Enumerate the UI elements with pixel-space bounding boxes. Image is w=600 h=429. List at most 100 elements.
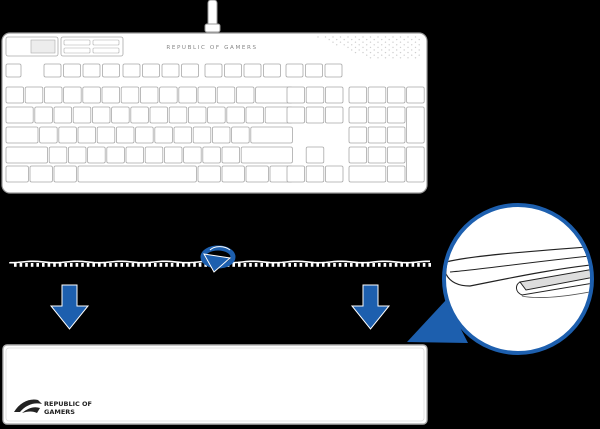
keyboard-dot bbox=[407, 36, 409, 38]
wrist-rest-edge-tick bbox=[322, 263, 325, 267]
keyboard: REPUBLIC OF GAMERS bbox=[1, 32, 428, 194]
keyboard-dot bbox=[403, 44, 405, 46]
wrist-rest-edge-tick bbox=[344, 263, 347, 267]
wrist-rest-edge-tick bbox=[19, 263, 23, 267]
keyboard-dot bbox=[381, 49, 383, 51]
wrist-rest-edge-tick bbox=[394, 263, 398, 267]
keyboard-dot bbox=[358, 38, 360, 41]
keyboard-key bbox=[386, 86, 406, 104]
wrist-rest-edge-tick bbox=[422, 263, 426, 267]
keyboard-dot bbox=[332, 36, 334, 38]
keyboard-dot bbox=[403, 38, 405, 41]
wrist-rest-edge-tick bbox=[148, 263, 151, 267]
keyboard-key bbox=[221, 165, 245, 183]
keyboard-dot bbox=[407, 46, 409, 49]
keyboard-key bbox=[101, 86, 121, 104]
wrist-rest-edge-tick bbox=[260, 263, 263, 267]
keyboard-dot bbox=[392, 51, 394, 54]
magnified-edge-detail bbox=[446, 245, 590, 298]
wrist-rest-edge-tick bbox=[70, 263, 73, 267]
keyboard-key bbox=[367, 126, 387, 144]
keyboard-display-screen bbox=[30, 39, 56, 54]
keyboard-key bbox=[53, 106, 73, 124]
keyboard-dot bbox=[366, 44, 368, 46]
keyboard-dot bbox=[411, 38, 413, 41]
keyboard-key bbox=[29, 165, 53, 183]
keyboard-key bbox=[5, 86, 25, 104]
keyboard-dot bbox=[369, 57, 372, 59]
wrist-rest-edge-tick bbox=[154, 263, 157, 267]
keyboard-key bbox=[106, 146, 125, 164]
keyboard-dot bbox=[362, 46, 364, 49]
keyboard-dot bbox=[317, 36, 319, 38]
keyboard-dot bbox=[392, 46, 394, 49]
keyboard-key bbox=[183, 146, 202, 164]
keyboard-dot bbox=[347, 41, 349, 43]
keyboard-dot bbox=[336, 44, 338, 46]
keyboard-dot bbox=[369, 46, 372, 49]
keyboard-dot bbox=[403, 49, 405, 51]
keyboard-key bbox=[231, 126, 250, 144]
keyboard-key bbox=[39, 126, 58, 144]
keyboard-key bbox=[187, 106, 207, 124]
wrist-rest-edge-tick bbox=[400, 263, 403, 267]
wrist-rest-edge-tick bbox=[277, 263, 280, 267]
keyboard-dot bbox=[396, 38, 398, 41]
keyboard-dot bbox=[354, 41, 357, 43]
keyboard-key bbox=[207, 106, 226, 124]
wrist-rest-edge-tick bbox=[372, 263, 375, 267]
keyboard-dot bbox=[381, 44, 383, 46]
keyboard-key bbox=[68, 146, 87, 164]
keyboard-key bbox=[204, 63, 223, 78]
keyboard-dot bbox=[392, 41, 394, 43]
keyboard-dot bbox=[377, 41, 379, 43]
keyboard-key bbox=[286, 106, 306, 124]
keyboard-dot bbox=[377, 51, 379, 54]
keyboard-dot bbox=[332, 41, 334, 43]
keyboard-dot bbox=[354, 51, 357, 54]
keyboard-keys bbox=[5, 63, 425, 183]
keyboard-key bbox=[142, 63, 160, 78]
keyboard-dot bbox=[411, 44, 413, 46]
keyboard-dot bbox=[377, 36, 379, 38]
keyboard-key bbox=[406, 106, 425, 144]
wrist-rest-edge-tick bbox=[98, 263, 101, 267]
wrist-rest-edge-tick bbox=[30, 263, 34, 267]
keyboard-dot bbox=[377, 46, 379, 49]
keyboard-dot bbox=[399, 36, 402, 38]
keyboard-key bbox=[226, 106, 245, 124]
wrist-rest-edge-tick bbox=[193, 263, 196, 267]
keyboard-key bbox=[324, 63, 343, 78]
keyboard-key bbox=[348, 86, 368, 104]
keyboard-dot bbox=[384, 41, 387, 43]
keyboard-dot bbox=[343, 44, 345, 46]
keyboard-media-key bbox=[63, 47, 91, 54]
keyboard-dot bbox=[362, 51, 364, 54]
keyboard-key bbox=[202, 146, 221, 164]
keyboard-dot bbox=[377, 57, 379, 59]
wrist-rest-edge-tick bbox=[299, 263, 303, 267]
keyboard-dot bbox=[399, 57, 402, 59]
wrist-rest-edge-tick bbox=[411, 263, 415, 267]
wrist-rest-edge-tick bbox=[282, 263, 286, 267]
wrist-rest-edge-tick bbox=[366, 263, 370, 267]
keyboard-dot bbox=[414, 46, 417, 49]
keyboard-key bbox=[386, 165, 406, 183]
keyboard-key bbox=[82, 63, 101, 78]
wrist-rest-edge-tick bbox=[406, 263, 409, 267]
wrist-rest-edge-tick bbox=[338, 263, 342, 267]
keyboard-dot bbox=[339, 41, 342, 43]
wrist-rest-edge-tick bbox=[271, 263, 275, 267]
keyboard-dot bbox=[351, 38, 353, 41]
keyboard-dot bbox=[369, 51, 372, 54]
keyboard-dot bbox=[373, 54, 375, 56]
keyboard-key bbox=[163, 146, 183, 164]
wrist-rest-logo-line2: GAMERS bbox=[44, 408, 75, 416]
arrow-down-icon bbox=[49, 284, 90, 330]
keyboard-dot bbox=[399, 51, 402, 54]
wrist-rest-edge-tick bbox=[350, 263, 353, 267]
keyboard-key bbox=[161, 63, 180, 78]
wrist-rest-logo-line1: REPUBLIC OF bbox=[44, 400, 92, 408]
wrist-rest-edge-tick bbox=[266, 263, 269, 267]
wrist-rest-edge-tick bbox=[47, 263, 51, 267]
